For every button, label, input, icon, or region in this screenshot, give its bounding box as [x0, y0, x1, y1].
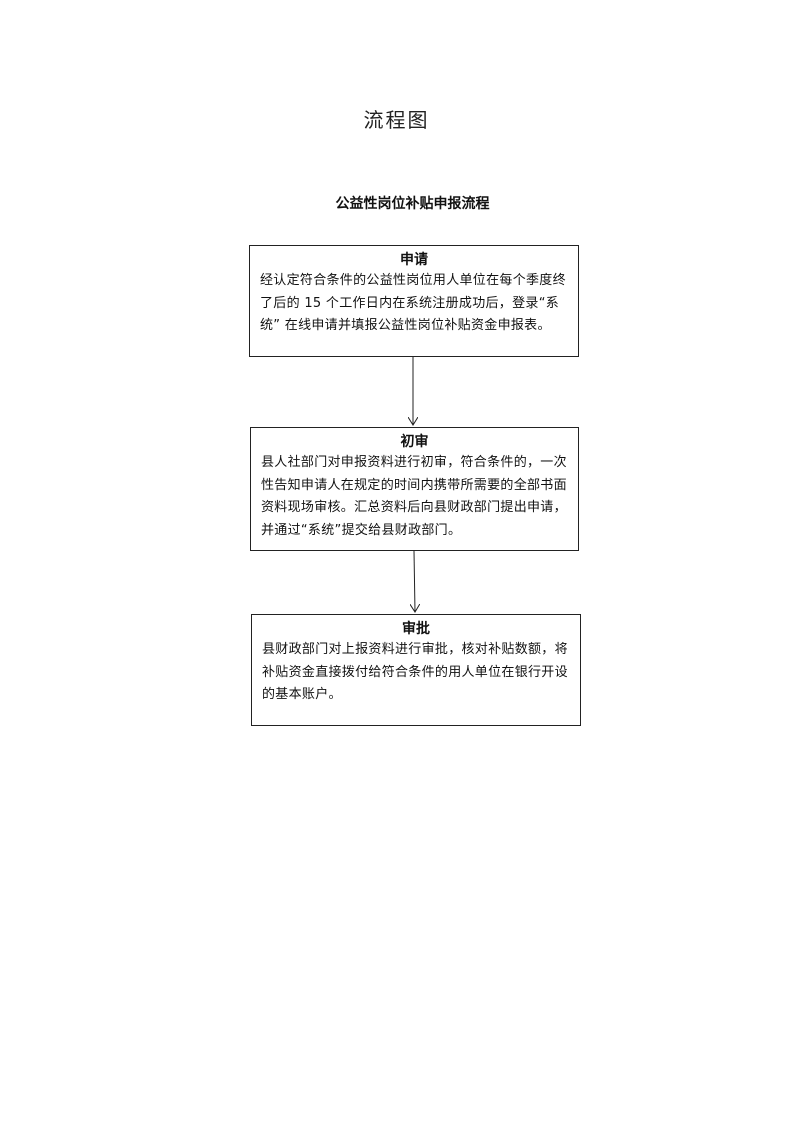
step-apply-text: 经认定符合条件的公益性岗位用人单位在每个季度终了后的 15 个工作日内在系统注册… [260, 273, 566, 333]
arrow-review-to-approve [414, 550, 415, 612]
step-approve-title: 审批 [402, 621, 430, 637]
step-review-title: 初审 [400, 434, 429, 450]
flowchart-title: 公益性岗位补贴申报流程 [335, 196, 490, 212]
page-title: 流程图 [363, 108, 430, 132]
step-review-box: 初审 县人社部门对申报资料进行初审，符合条件的，一次性告知申请人在规定的时间内携… [250, 427, 579, 551]
step-apply-title: 申请 [400, 252, 428, 268]
step-review-text: 县人社部门对申报资料进行初审，符合条件的，一次性告知申请人在规定的时间内携带所需… [261, 455, 567, 538]
step-approve-box: 审批 县财政部门对上报资料进行审批，核对补贴数额，将补贴资金直接拨付给符合条件的… [251, 614, 581, 726]
step-approve-text: 县财政部门对上报资料进行审批，核对补贴数额，将补贴资金直接拨付给符合条件的用人单… [262, 642, 568, 702]
step-apply-box: 申请 经认定符合条件的公益性岗位用人单位在每个季度终了后的 15 个工作日内在系… [249, 245, 579, 357]
